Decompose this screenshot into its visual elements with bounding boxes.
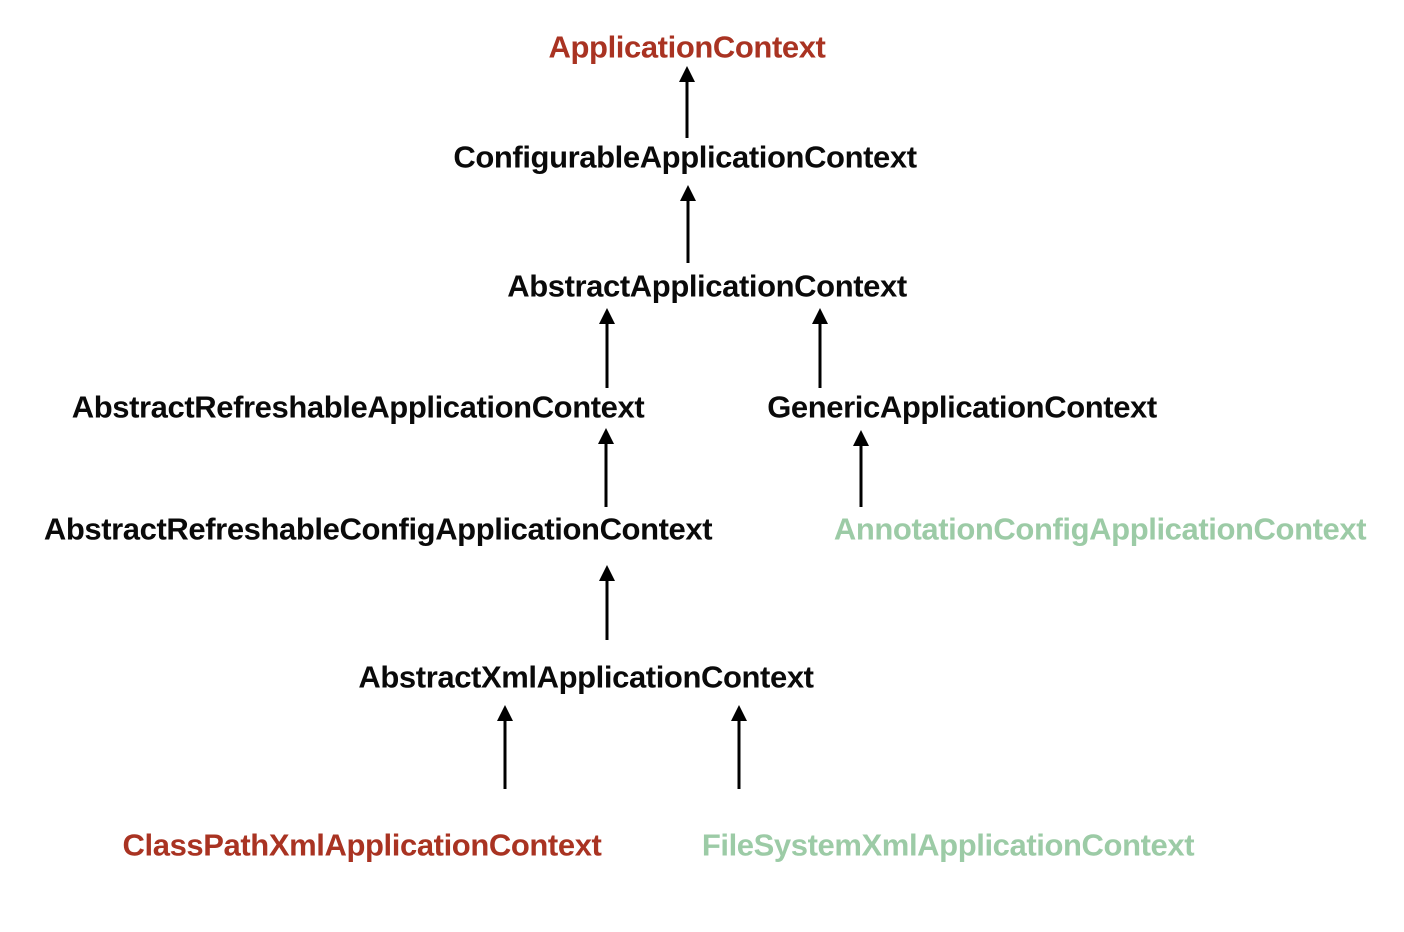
inheritance-arrow-abstract-refreshable-application-context-to-abstract-application-context <box>598 308 616 388</box>
arrowhead-up-icon <box>599 565 615 581</box>
arrowhead-up-icon <box>812 308 828 324</box>
arrow-shaft <box>859 443 863 507</box>
generic-application-context-node: GenericApplicationContext <box>767 389 1157 425</box>
inheritance-arrow-abstract-xml-application-context-to-abstract-refreshable-config-application-context <box>598 565 616 640</box>
abstract-application-context-node: AbstractApplicationContext <box>507 268 907 304</box>
arrowhead-up-icon <box>731 705 747 721</box>
arrowhead-up-icon <box>599 308 615 324</box>
arrow-shaft <box>503 718 507 789</box>
inheritance-arrow-abstract-refreshable-config-application-context-to-abstract-refreshable-application-context <box>597 428 615 507</box>
arrow-shaft <box>686 198 690 263</box>
arrowhead-up-icon <box>679 66 695 82</box>
arrowhead-up-icon <box>598 428 614 444</box>
class-path-xml-application-context-node: ClassPathXmlApplicationContext <box>122 827 602 863</box>
abstract-refreshable-application-context-node: AbstractRefreshableApplicationContext <box>71 389 645 425</box>
inheritance-arrow-generic-application-context-to-abstract-application-context <box>811 308 829 388</box>
arrow-shaft <box>604 441 608 507</box>
arrow-shaft <box>685 79 689 138</box>
configurable-application-context-node: ConfigurableApplicationContext <box>453 139 917 175</box>
annotation-config-application-context-node: AnnotationConfigApplicationContext <box>833 511 1367 547</box>
abstract-xml-application-context-node: AbstractXmlApplicationContext <box>358 659 814 695</box>
file-system-xml-application-context-node: FileSystemXmlApplicationContext <box>701 827 1195 863</box>
arrow-shaft <box>737 718 741 789</box>
arrow-shaft <box>605 578 609 640</box>
arrowhead-up-icon <box>497 705 513 721</box>
inheritance-arrow-class-path-xml-application-context-to-abstract-xml-application-context <box>496 705 514 789</box>
application-context-node: ApplicationContext <box>548 29 826 65</box>
inheritance-arrow-configurable-application-context-to-application-context <box>678 66 696 138</box>
inheritance-arrow-annotation-config-application-context-to-generic-application-context <box>852 430 870 507</box>
arrow-shaft <box>605 321 609 388</box>
inheritance-arrow-file-system-xml-application-context-to-abstract-xml-application-context <box>730 705 748 789</box>
abstract-refreshable-config-application-context-node: AbstractRefreshableConfigApplicationCont… <box>43 511 713 547</box>
arrowhead-up-icon <box>853 430 869 446</box>
arrowhead-up-icon <box>680 185 696 201</box>
arrow-shaft <box>818 321 822 388</box>
inheritance-arrow-abstract-application-context-to-configurable-application-context <box>679 185 697 263</box>
